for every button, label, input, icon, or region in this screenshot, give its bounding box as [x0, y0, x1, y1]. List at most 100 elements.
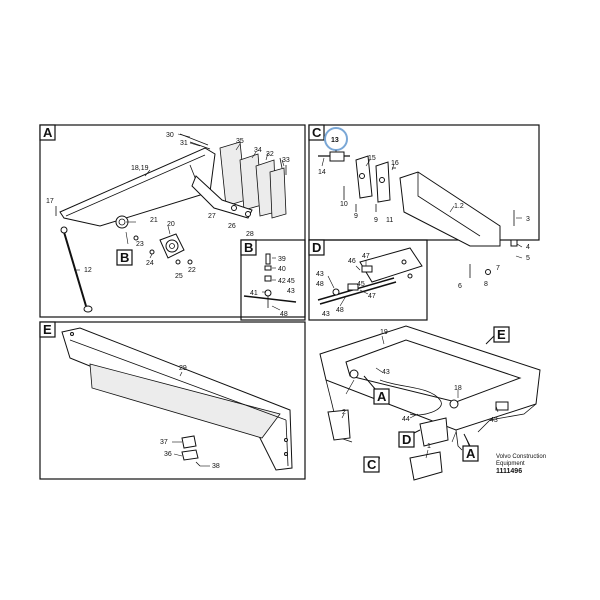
part-numbers-e: 29 37 36 38 [160, 365, 220, 470]
highlight-number: 13 [331, 137, 339, 144]
panel-d-frame [308, 239, 428, 321]
label-c-3: 3 [526, 216, 530, 223]
panel-b-letter: B [244, 240, 253, 255]
panel-e: E 29 37 36 38 [39, 321, 306, 480]
leaders-a [74, 133, 285, 271]
label-c-6: 6 [458, 283, 462, 290]
overview-assembly: 19 43 44 18 43 2 1 E A D C A [319, 325, 541, 481]
panel-a-frame [39, 124, 306, 318]
label-20: 20 [167, 221, 175, 228]
label-42: 42 [278, 278, 286, 285]
label-45: 45 [287, 278, 295, 285]
label-c-9a: 9 [354, 213, 358, 220]
label-d-43b: 43 [322, 311, 330, 318]
label-d-47b: 47 [368, 293, 376, 300]
callout-c-overview [363, 456, 380, 473]
bracket-plates [191, 141, 287, 219]
small-fasteners-e [181, 435, 201, 467]
panel-b: B 39 40 42 45 43 41 48 [240, 239, 306, 321]
label-e-38: 38 [212, 463, 220, 470]
panel-e-letter: E [43, 322, 52, 337]
callout-b-in-a-letter: B [120, 250, 129, 265]
callout-d-overview [398, 431, 415, 448]
label-ov-2: 2 [342, 409, 346, 416]
panel-c-letter: C [312, 125, 322, 140]
callout-a2-overview [462, 445, 479, 462]
caption-number: 1111496 [496, 468, 522, 475]
label-39: 39 [278, 256, 286, 263]
label-c-10: 10 [340, 201, 348, 208]
callout-a-overview [373, 388, 390, 405]
label-23: 23 [136, 241, 144, 248]
panel-b-frame [240, 239, 306, 321]
part-numbers-overview: 19 43 44 18 43 2 1 [342, 329, 498, 450]
label-e-37: 37 [160, 439, 168, 446]
panel-b-tag [240, 239, 257, 256]
label-d-48a: 48 [316, 281, 324, 288]
label-18-19: 18,19 [131, 165, 149, 172]
drawing-caption: Volvo Construction Equipment 1111496 [496, 454, 546, 475]
caption-company: Volvo Construction [496, 454, 546, 460]
label-34: 34 [254, 147, 262, 154]
label-33: 33 [282, 157, 290, 164]
callout-c-overview-letter: C [367, 457, 377, 472]
panel-d-letter: D [312, 240, 321, 255]
part-numbers-c: 16 15 14 10 9 9 11 1.2 3 4 5 7 8 6 [318, 155, 530, 290]
label-25: 25 [175, 273, 183, 280]
label-c-16: 16 [391, 160, 399, 167]
label-c-8: 8 [484, 281, 488, 288]
label-c-7: 7 [496, 265, 500, 272]
callout-a2-overview-letter: A [466, 446, 476, 461]
label-43: 43 [287, 288, 295, 295]
bearing-part [159, 233, 185, 259]
label-c-9b: 9 [374, 217, 378, 224]
label-c-14: 14 [318, 169, 326, 176]
label-22: 22 [188, 267, 196, 274]
label-41: 41 [250, 290, 258, 297]
label-21: 21 [150, 217, 158, 224]
label-e-29: 29 [179, 365, 187, 372]
label-c-1-2: 1.2 [454, 203, 464, 210]
fastener-stack-b [243, 253, 297, 308]
label-d-47a: 47 [362, 253, 370, 260]
callout-b-in-a [116, 249, 133, 266]
label-32: 32 [266, 151, 274, 158]
rod-part [60, 226, 93, 313]
panel-c: C 13 [308, 124, 540, 290]
panel-a-tag [39, 124, 56, 141]
label-d-48b: 48 [336, 307, 344, 314]
panel-c-tag [308, 124, 325, 141]
label-17: 17 [46, 198, 54, 205]
panel-d: D 47 46 43 48 45 47 48 43 [308, 239, 428, 321]
callout-e-overview [493, 326, 510, 343]
part-numbers-a: 30 31 35 34 33 32 18,19 17 27 26 28 21 2… [46, 132, 290, 280]
callout-d-overview-letter: D [402, 432, 411, 447]
panel-a-letter: A [43, 125, 53, 140]
label-30: 30 [166, 132, 174, 139]
label-ov-44: 44 [402, 416, 410, 423]
caption-sub: Equipment [496, 461, 525, 467]
label-ov-18: 18 [454, 385, 462, 392]
label-c-5: 5 [526, 255, 530, 262]
panel-e-frame [39, 321, 306, 480]
label-d-43a: 43 [316, 271, 324, 278]
label-40: 40 [278, 266, 286, 273]
label-d-45: 45 [357, 281, 365, 288]
label-ov-19: 19 [380, 329, 388, 336]
callout-e-overview-letter: E [497, 327, 506, 342]
part-numbers-b: 39 40 42 45 43 41 48 [250, 256, 295, 318]
label-d-46: 46 [348, 258, 356, 265]
label-ov-43a: 43 [382, 369, 390, 376]
hose-clamp-assembly-d [317, 247, 423, 305]
frame-member-c [399, 171, 518, 278]
label-12: 12 [84, 267, 92, 274]
cover-plate-part [61, 327, 293, 471]
pin-assembly-c [318, 151, 396, 212]
panel-a: A [39, 124, 306, 318]
label-ov-43b: 43 [490, 417, 498, 424]
label-c-4: 4 [526, 244, 530, 251]
label-31: 31 [180, 140, 188, 147]
beam-part [59, 147, 216, 227]
label-ov-1: 1 [427, 443, 431, 450]
